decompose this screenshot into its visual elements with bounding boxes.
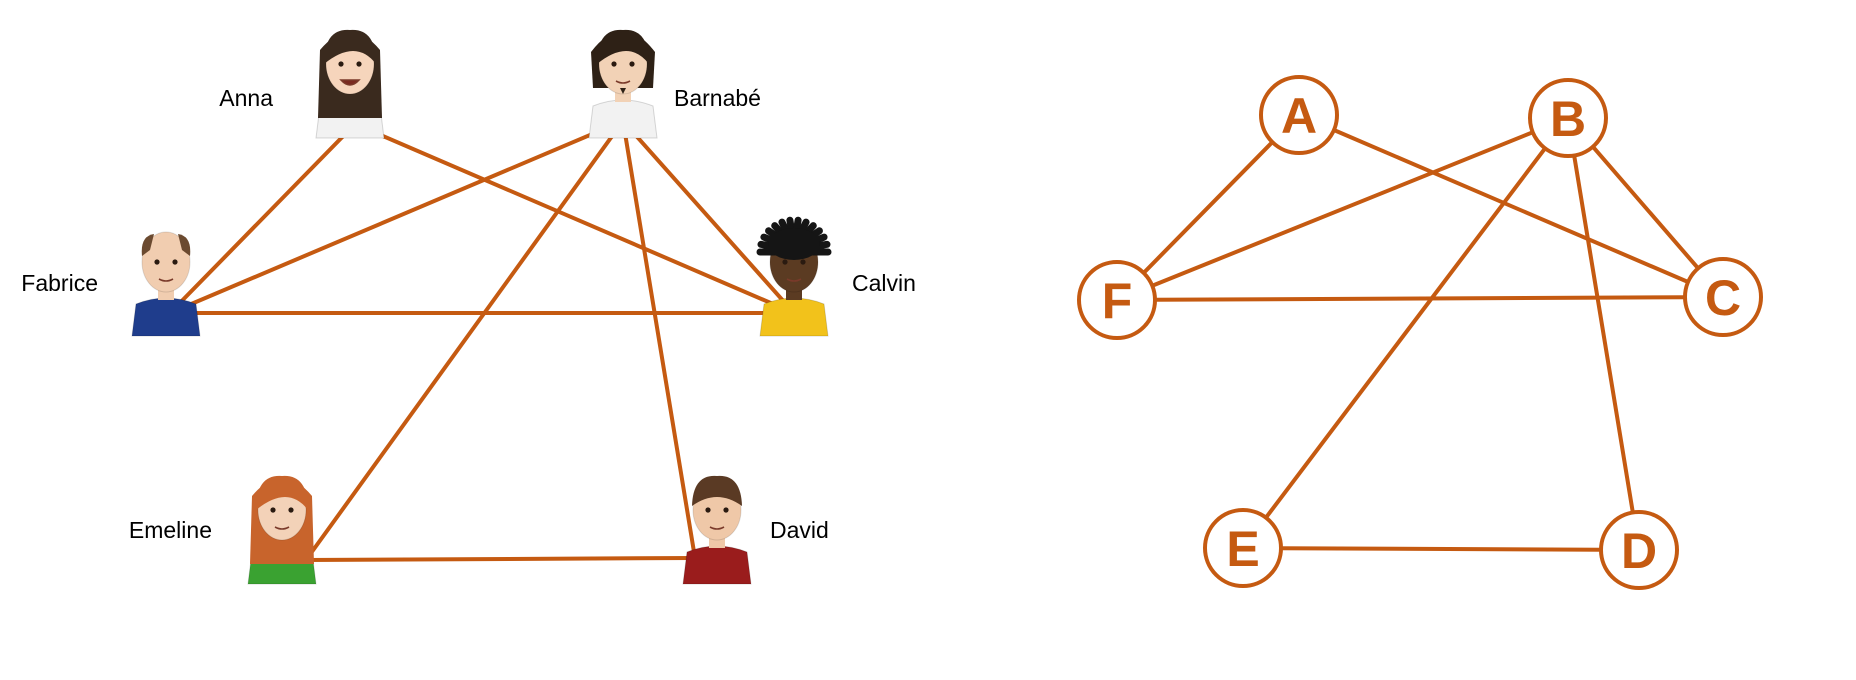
man-short-hair-avatar-icon: [682, 475, 752, 585]
person-name-label: Anna: [219, 85, 273, 111]
edge-E-D: [1278, 546, 1604, 552]
connection-barnabe-david: [621, 119, 697, 560]
abstract-graph-edges: [1141, 127, 1701, 552]
edge-B-C: [1590, 144, 1701, 271]
person-name-label: David: [770, 517, 829, 543]
person-name-label: Calvin: [852, 270, 916, 296]
node-label: D: [1621, 523, 1657, 579]
person-anna: Anna: [219, 29, 385, 139]
node-circle: [1528, 78, 1608, 158]
node-label: E: [1226, 521, 1259, 577]
person-calvin: Calvin: [756, 216, 916, 337]
node-circle: [1599, 510, 1679, 590]
edge-A-F: [1141, 140, 1275, 275]
person-fabrice: Fabrice: [21, 231, 201, 337]
person-emeline: Emeline: [129, 475, 317, 585]
edge-B-F: [1150, 130, 1535, 288]
node-label: B: [1550, 91, 1586, 147]
node-label: A: [1281, 88, 1317, 144]
edge-A-C: [1331, 127, 1691, 285]
node-label: F: [1102, 273, 1133, 329]
node-B: B: [1528, 78, 1608, 158]
abstract-graph: A B C D E F: [1077, 75, 1763, 590]
person-barnabe: Barnabé: [588, 29, 761, 139]
node-circle: [1077, 260, 1157, 340]
node-C: C: [1683, 257, 1763, 337]
node-circle: [1259, 75, 1339, 155]
node-F: F: [1077, 260, 1157, 340]
node-E: E: [1203, 508, 1283, 588]
node-circle: [1203, 508, 1283, 588]
node-circle: [1683, 257, 1763, 337]
connection-anna-calvin: [353, 122, 796, 315]
node-label: C: [1705, 270, 1741, 326]
node-D: D: [1599, 510, 1679, 590]
person-name-label: Emeline: [129, 517, 212, 543]
red-haired-woman-avatar-icon: [247, 475, 317, 585]
node-A: A: [1259, 75, 1339, 155]
connection-anna-fabrice: [168, 122, 357, 315]
woman-long-hair-avatar-icon: [315, 29, 385, 139]
edge-B-D: [1572, 153, 1635, 515]
edge-F-C: [1152, 295, 1688, 302]
man-shaggy-hair-avatar-icon: [588, 29, 658, 139]
edge-B-E: [1263, 146, 1548, 520]
connection-barnabe-calvin: [621, 119, 796, 315]
person-name-label: Fabrice: [21, 270, 98, 296]
abstract-graph-nodes: A B C D E F: [1077, 75, 1763, 590]
balding-man-avatar-icon: [131, 231, 201, 337]
connection-barnabe-fabrice: [168, 119, 625, 315]
connection-emeline-david: [304, 556, 697, 562]
man-dreadlocks-avatar-icon: [756, 216, 832, 337]
person-david: David: [682, 475, 829, 585]
connection-barnabe-emeline: [304, 119, 625, 562]
person-name-label: Barnabé: [674, 85, 761, 111]
social-graph-edges: [168, 119, 796, 562]
